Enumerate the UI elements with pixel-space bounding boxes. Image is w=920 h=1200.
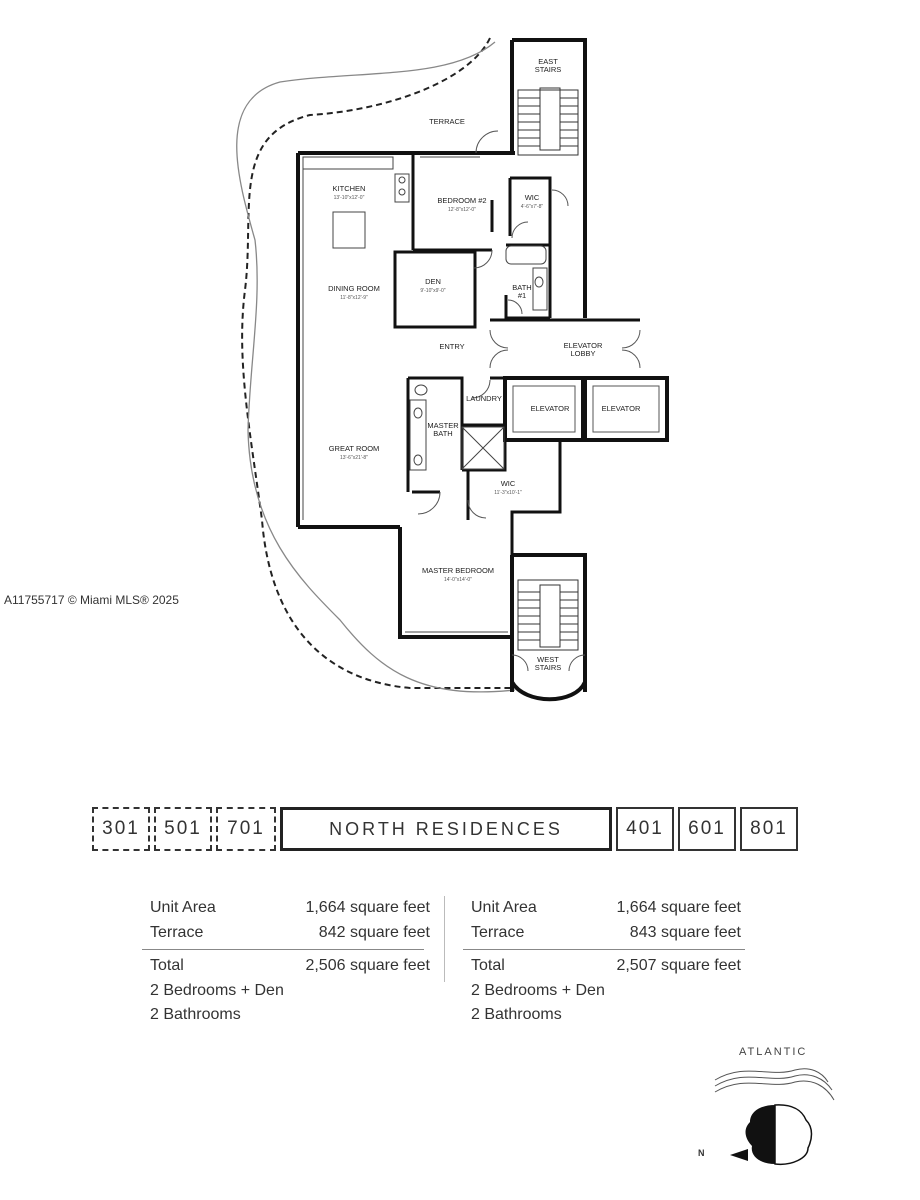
exterior-walls xyxy=(296,38,587,692)
dining-room-dimensions: 11'-8"x12'-9" xyxy=(340,295,368,301)
master-bath-label: MASTER xyxy=(427,421,459,430)
den-label: DEN xyxy=(425,277,441,286)
compass-light-half xyxy=(774,1104,813,1166)
north-arrow xyxy=(730,1149,748,1161)
master-bedroom-dimensions: 14'-0"x14'-0" xyxy=(444,577,472,583)
wic-1-label: WIC xyxy=(525,193,540,202)
terrace-label: Terrace xyxy=(471,923,525,941)
unit-stats-right: Unit Area 1,664 square feet Terrace 843 sq… xyxy=(463,896,745,1028)
kitchen-counter xyxy=(302,156,394,170)
unit-stats-left: Unit Area 1,664 square feet Terrace 842 sq… xyxy=(142,896,430,1028)
compass-dark-half xyxy=(745,1105,775,1164)
master-vanity xyxy=(409,399,427,471)
great-room-dimensions: 13'-6"x21'-8" xyxy=(340,455,368,461)
unit-501-tab[interactable]: 501 xyxy=(154,807,212,851)
unit-area-label: Unit Area xyxy=(150,899,216,916)
bedrooms-text: 2 Bedrooms + Den xyxy=(471,981,605,999)
terrace-outline-curve xyxy=(236,41,516,693)
vanity xyxy=(532,267,548,311)
master-bath-label: BATH xyxy=(433,429,452,438)
north-label: N xyxy=(698,1148,705,1158)
elevator-shafts xyxy=(503,376,669,442)
unit-area-label: Unit Area xyxy=(471,899,537,916)
master-bedroom-label: MASTER BEDROOM xyxy=(422,566,494,575)
wic-2-label: WIC xyxy=(501,479,516,488)
total-label: Total xyxy=(471,957,505,974)
east-stairs-label: EAST xyxy=(538,57,558,66)
stats-divider xyxy=(463,949,745,950)
room-labels: EASTSTAIRSTERRACEKITCHEN13'-10"x12'-0"BE… xyxy=(328,57,641,672)
atlantic-label: ATLANTIC xyxy=(739,1046,808,1058)
kitchen-label: KITCHEN xyxy=(333,184,366,193)
west-stairs-label: WEST xyxy=(537,655,559,664)
dining-room-label: DINING ROOM xyxy=(328,284,380,293)
bedrooms-text: 2 Bedrooms + Den xyxy=(150,981,284,999)
unit-301-tab[interactable]: 301 xyxy=(92,807,150,851)
floor-plan: EASTSTAIRSTERRACEKITCHEN13'-10"x12'-0"BE… xyxy=(236,37,669,702)
kitchen-dimensions: 13'-10"x12'-0" xyxy=(334,195,365,201)
unit-801-tab[interactable]: 801 xyxy=(740,807,798,851)
door-swings xyxy=(417,130,641,672)
elevator-2-label: ELEVATOR xyxy=(602,404,641,413)
east-stairs-flight xyxy=(517,87,579,156)
bedroom-2-label: BEDROOM #2 xyxy=(437,196,486,205)
elevator-lobby-label: ELEVATOR xyxy=(564,341,603,350)
bathrooms-text: 2 Bathrooms xyxy=(471,1006,562,1023)
unit-701-tab[interactable]: 701 xyxy=(216,807,276,851)
unit-601-tab[interactable]: 601 xyxy=(678,807,736,851)
great-room-label: GREAT ROOM xyxy=(329,444,380,453)
elevator-lobby-label: LOBBY xyxy=(570,349,595,358)
bath-1-label: BATH xyxy=(512,283,531,292)
terrace-value: 842 square feet xyxy=(318,923,430,941)
terrace-label: Terrace xyxy=(150,923,204,941)
west-stairs-flight xyxy=(517,579,579,651)
mls-watermark: A11755717 © Miami MLS® 2025 xyxy=(4,593,179,607)
elevator-1-label: ELEVATOR xyxy=(531,404,570,413)
fixtures xyxy=(302,156,548,471)
west-stairs-label: STAIRS xyxy=(535,663,562,672)
total-label: Total xyxy=(150,957,184,974)
unit-area-value: 1,664 square feet xyxy=(305,899,430,916)
residences-title: NORTH RESIDENCES xyxy=(280,807,612,851)
bath-1-label: #1 xyxy=(518,291,526,300)
total-value: 2,506 square feet xyxy=(305,957,430,974)
compass-rose-icon xyxy=(714,1068,835,1166)
east-stairs-label: STAIRS xyxy=(535,65,562,74)
stats-column-divider xyxy=(444,896,445,982)
unit-401-tab[interactable]: 401 xyxy=(616,807,674,851)
terrace-label: TERRACE xyxy=(429,117,465,126)
toilet xyxy=(414,384,428,396)
kitchen-range xyxy=(394,173,410,203)
bedroom-2-dimensions: 12'-8"x12'-0" xyxy=(448,207,476,213)
wic-1-dimensions: 4'-6"x7'-8" xyxy=(521,204,544,210)
shower xyxy=(461,426,505,470)
kitchen-island xyxy=(332,211,366,249)
unit-area-value: 1,664 square feet xyxy=(616,899,741,916)
stats-divider xyxy=(142,949,424,950)
bathrooms-text: 2 Bathrooms xyxy=(150,1006,241,1023)
west-stairs-bay xyxy=(510,680,587,702)
entry-label: ENTRY xyxy=(439,342,464,351)
den-dimensions: 9'-10"x9'-0" xyxy=(420,288,445,294)
wic-2-dimensions: 11'-3"x10'-1" xyxy=(494,490,522,496)
laundry-label: LAUNDRY xyxy=(466,394,502,403)
bathtub xyxy=(505,245,547,265)
terrace-outline-dashed xyxy=(241,37,512,689)
terrace-value: 843 square feet xyxy=(629,923,741,941)
total-value: 2,507 square feet xyxy=(616,957,741,974)
